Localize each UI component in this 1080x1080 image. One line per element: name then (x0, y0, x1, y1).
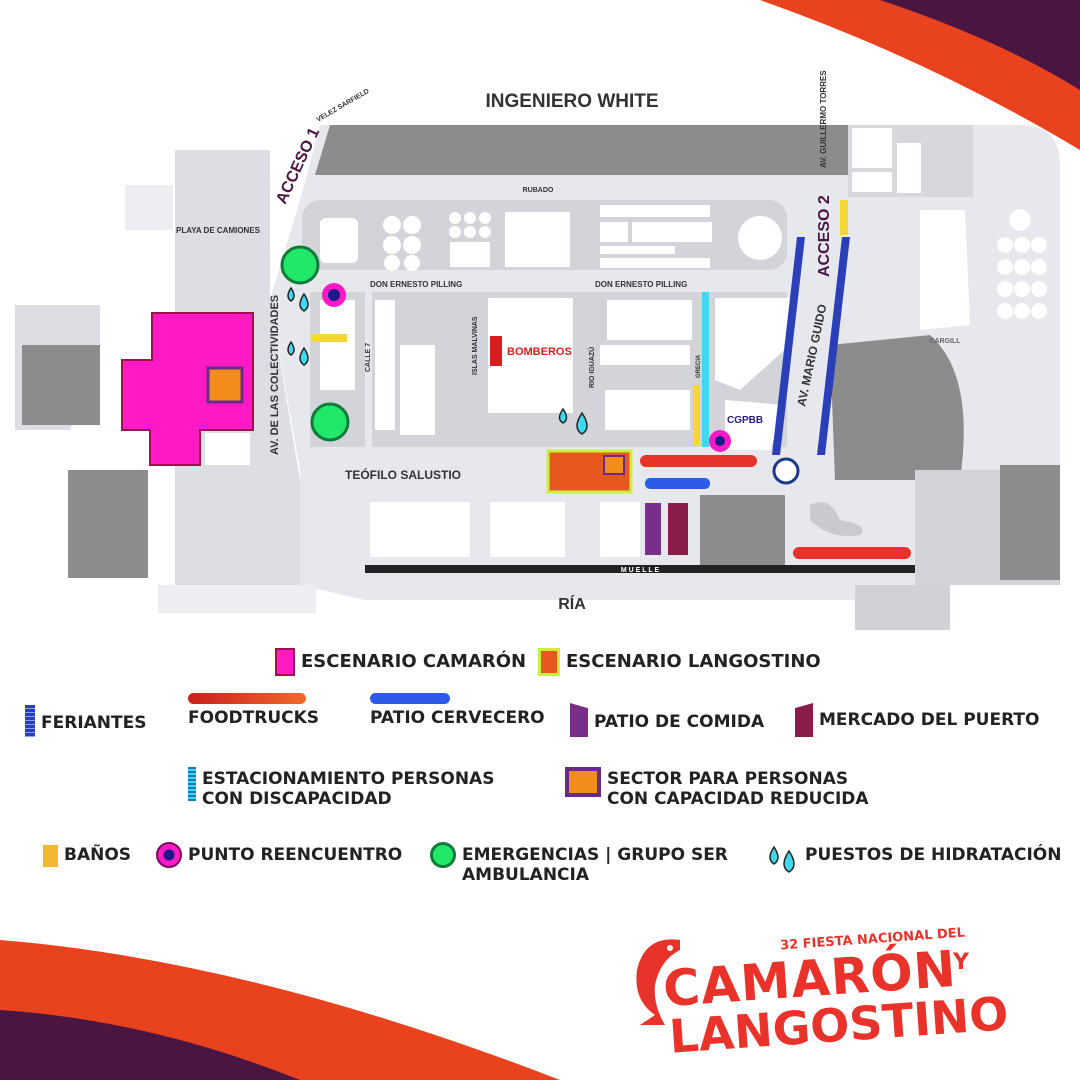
legend-escenario-camaron: ESCENARIO CAMARÓN (275, 648, 526, 676)
legend-emergencias: EMERGENCIAS | GRUPO SER AMBULANCIA (430, 842, 740, 885)
legend-label: MERCADO DEL PUERTO (819, 710, 1040, 730)
banos-grecia (693, 385, 700, 445)
street-islas-malvinas: ISLAS MALVINAS (472, 316, 479, 375)
reencuentro-icon (156, 842, 182, 868)
cargill-label: CARGILL (929, 338, 961, 345)
legend-escenario-langostino: ESCENARIO LANGOSTINO (538, 648, 821, 676)
legend-reencuentro: PUNTO REENCUENTRO (156, 842, 402, 868)
street-colectividades: AV. DE LAS COLECTIVIDADES (269, 295, 281, 455)
legend-label: EMERGENCIAS | GRUPO SER AMBULANCIA (462, 845, 728, 885)
bomberos-icon (490, 336, 502, 366)
water-drop-icon (769, 845, 795, 873)
muelle (365, 565, 915, 573)
street-velez: VELEZ SARFIELD (316, 88, 371, 124)
foodtrucks-icon (188, 693, 306, 704)
legend-patio-comida: PATIO DE COMIDA (570, 703, 764, 737)
legend-label: BAÑOS (64, 845, 132, 865)
cervecero-icon (370, 693, 450, 704)
deco-swoosh-top-purple (880, 0, 1080, 90)
patio-comida-2 (668, 503, 688, 555)
stage-swatch-icon (538, 648, 560, 676)
legend-label: ESCENARIO LANGOSTINO (566, 651, 821, 672)
legend-banos: BAÑOS (43, 845, 131, 867)
reencuentro-ring (772, 457, 800, 485)
patio-comida-1 (645, 503, 661, 555)
escenario-camaron[interactable] (121, 312, 254, 466)
legend-estacionamiento: ESTACIONAMIENTO PERSONAS CON DISCAPACIDA… (188, 767, 518, 809)
legend-sector-reducida: SECTOR PARA PERSONAS CON CAPACIDAD REDUC… (565, 767, 895, 809)
legend-label: PATIO CERVECERO (370, 708, 545, 728)
legend-label: PATIO DE COMIDA (594, 712, 765, 732)
street-guillermo-torres: AV. GUILLERMO TORRES (819, 70, 828, 168)
street-salustio: TEÓFILO SALUSTIO (345, 467, 461, 482)
legend-label: ESCENARIO CAMARÓN (301, 651, 527, 672)
emergencias-marker-1 (280, 245, 320, 285)
sector-capacidad-reducida-camaron (206, 366, 244, 404)
comida-icon (570, 703, 588, 737)
legend-foodtrucks: FOODTRUCKS (188, 693, 319, 728)
feriantes-strip-2 (817, 237, 850, 455)
legend-label: FOODTRUCKS (188, 708, 320, 728)
ria-label: RÍA (558, 594, 586, 613)
legend-label: ESTACIONAMIENTO PERSONAS CON DISCAPACIDA… (202, 769, 495, 809)
legend-label: PUNTO REENCUENTRO (188, 845, 403, 865)
map-base (15, 125, 1060, 630)
acceso-2[interactable]: ACCESO 2 (816, 195, 833, 277)
playa-camiones-label: PLAYA DE CAMIONES (176, 226, 261, 235)
legend-label: PUESTOS DE HIDRATACIÓN (805, 845, 1062, 865)
deco-swoosh-bottom-purple (0, 1010, 300, 1080)
logo-y: Y (953, 950, 969, 975)
emergencias-icon (430, 842, 456, 868)
banos-icon (43, 845, 58, 867)
foodtrucks-1 (640, 455, 757, 467)
banos-acceso2 (840, 200, 848, 235)
feriantes-icon (25, 705, 35, 737)
legend-feriantes: FERIANTES (25, 705, 146, 737)
emergencias-marker-2 (310, 402, 350, 442)
hidratacion-icons (287, 286, 588, 435)
stage-swatch-icon (275, 648, 295, 676)
foodtrucks-2 (793, 547, 911, 559)
street-ingeniero-white: INGENIERO WHITE (485, 91, 658, 112)
feriantes-strip-1 (772, 237, 805, 455)
street-rubado: RUBADO (523, 187, 554, 194)
legend-patio-cervecero: PATIO CERVECERO (370, 693, 545, 728)
legend-hidratacion: PUESTOS DE HIDRATACIÓN (765, 843, 1061, 875)
street-pilling-2: DON ERNESTO PILLING (595, 280, 687, 289)
patio-cervecero (645, 478, 710, 489)
street-pilling-1: DON ERNESTO PILLING (370, 280, 462, 289)
shrimp-icon (636, 939, 680, 1025)
legend-label: SECTOR PARA PERSONAS CON CAPACIDAD REDUC… (607, 769, 869, 809)
banos-colectividades (312, 334, 347, 342)
festival-logo: 32 FIESTA NACIONAL DEL CAMARÓN Y LANGOST… (625, 920, 1010, 1064)
street-rio-iguazu: RIO IGUAZÚ (587, 347, 596, 388)
street-grecia: GRECIA (696, 354, 702, 378)
cgpbb-label: CGPBB (727, 415, 763, 426)
legend-mercado: MERCADO DEL PUERTO (795, 703, 1039, 737)
street-calle-7: CALLE 7 (365, 343, 372, 372)
warehouse-block (315, 125, 860, 175)
sector-capacidad-reducida-langostino (603, 455, 625, 475)
legend-label: FERIANTES (41, 713, 147, 733)
sector-icon (565, 767, 601, 797)
bomberos-label: BOMBEROS (507, 346, 572, 358)
mercado-icon (795, 703, 813, 737)
muelle-label: M U E L L E (621, 567, 660, 574)
estacionamiento-icon (188, 767, 196, 801)
estacionamiento-discapacidad (702, 292, 709, 447)
